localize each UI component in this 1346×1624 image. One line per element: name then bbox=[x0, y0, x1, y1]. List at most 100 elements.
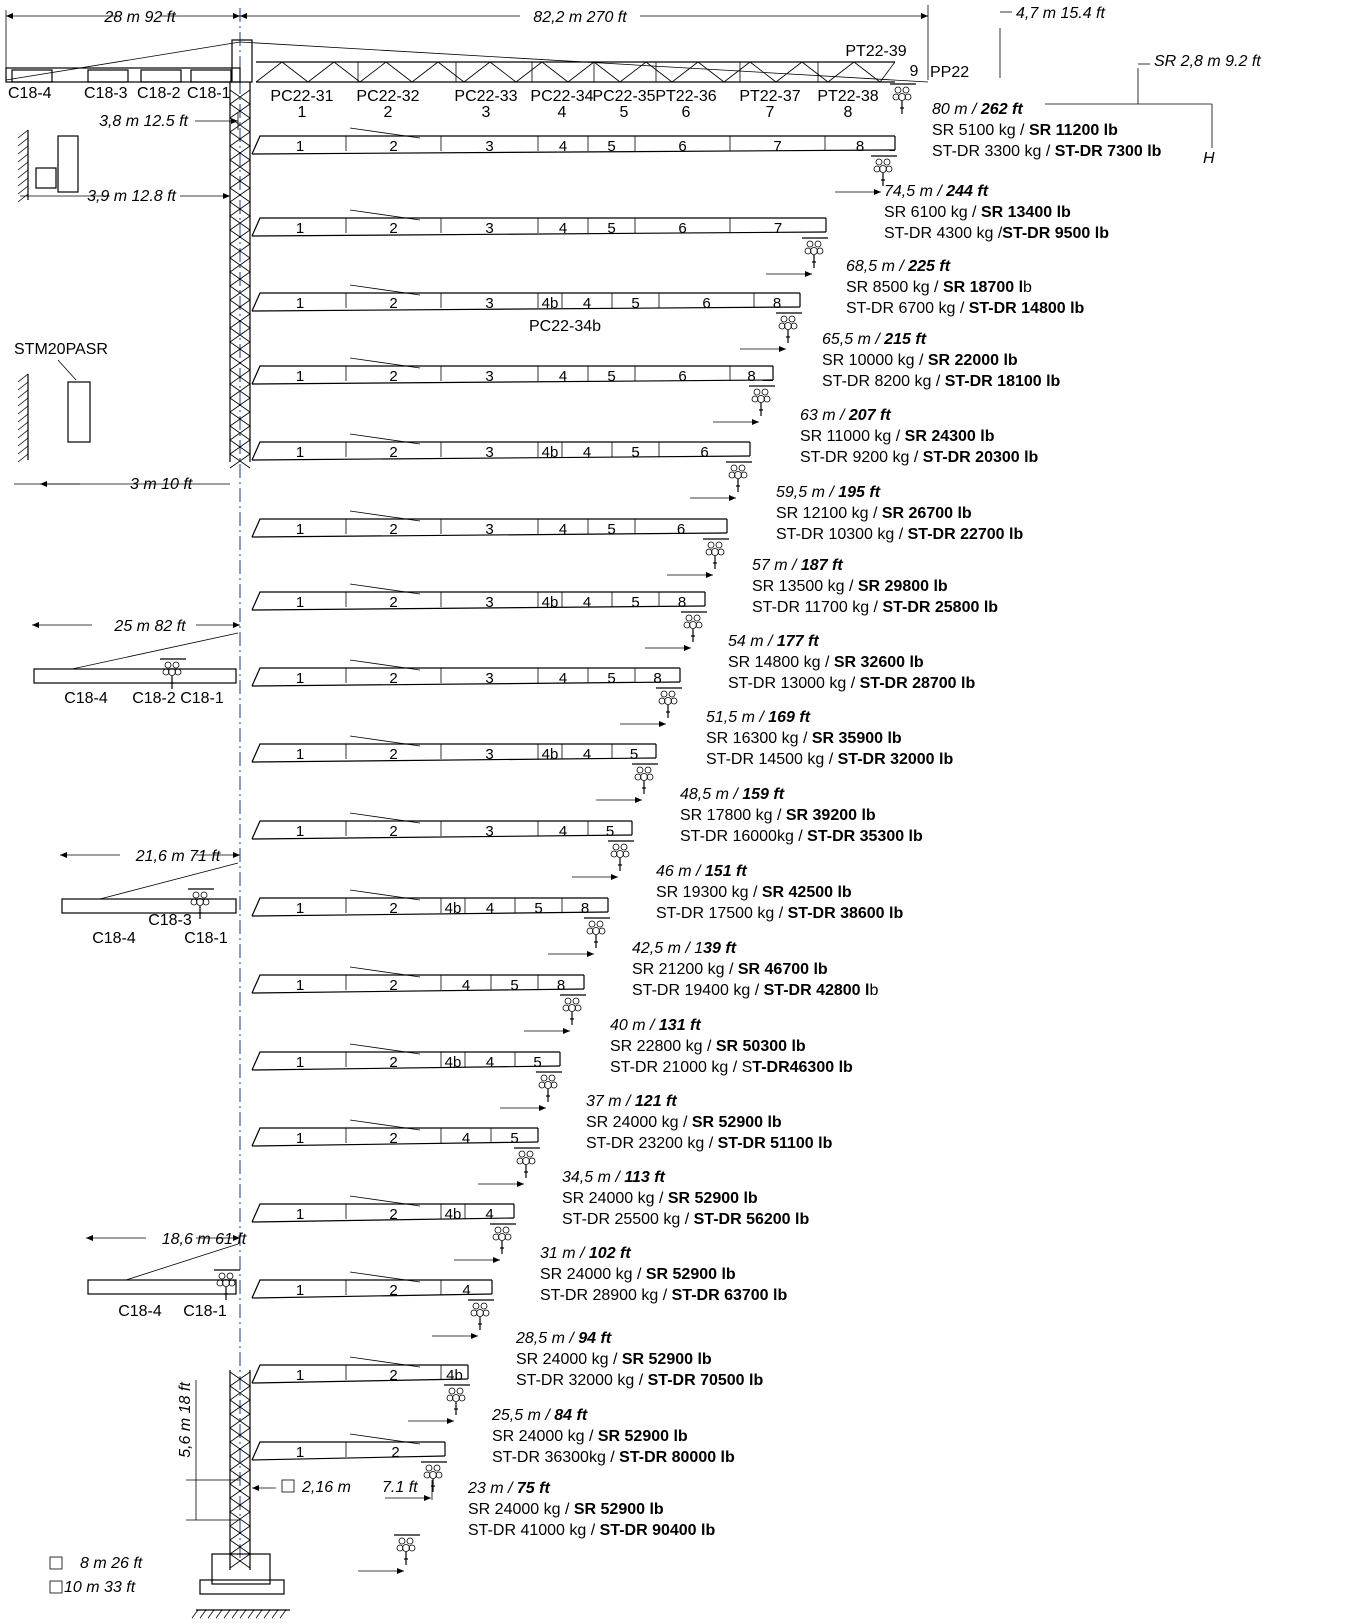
hook-block-icon bbox=[717, 548, 725, 556]
trolley-wheel-icon bbox=[761, 388, 769, 396]
trolley-hook-icon bbox=[656, 687, 682, 718]
jib-segment-number: 2 bbox=[389, 1130, 397, 1147]
hook-block-icon bbox=[528, 1157, 536, 1165]
st-dr-load-label-13-part: ST-DR 21000 kg / S bbox=[610, 1059, 752, 1076]
jib-segment-number: 3 bbox=[485, 220, 493, 237]
radius-label-19-part: 75 ft bbox=[517, 1480, 551, 1497]
dim-counter-jib-arrow-head bbox=[6, 13, 13, 19]
h-label: H bbox=[1203, 150, 1215, 167]
jib-segment-number: 1 bbox=[296, 220, 304, 237]
trolley-wheel-icon bbox=[707, 541, 715, 549]
alt-counter-jib-frame bbox=[61, 898, 237, 914]
hook-block-icon bbox=[622, 850, 630, 858]
truss-diagonal bbox=[879, 61, 896, 83]
trolley-wheel-icon bbox=[883, 158, 891, 166]
radius-arrow-head bbox=[447, 1418, 454, 1424]
jib-segment-number: 6 bbox=[700, 444, 708, 461]
hook-block-icon bbox=[516, 1157, 524, 1165]
jib-tie bbox=[349, 889, 421, 901]
mast-brace bbox=[229, 103, 251, 119]
jib-segment-number: 4 bbox=[486, 900, 494, 917]
jib-segment-number: 1 bbox=[296, 1130, 304, 1147]
jib-segment-number: 2 bbox=[391, 1444, 399, 1461]
st-dr-load-label-5-part: ST-DR 9200 kg / bbox=[800, 449, 923, 466]
jib-tie bbox=[349, 127, 421, 139]
truss-diagonal bbox=[671, 61, 699, 83]
jib-segment-number: 5 bbox=[606, 823, 614, 840]
sr-height-label: SR 2,8 m 9.2 ft bbox=[1154, 53, 1261, 70]
truss-diagonal bbox=[359, 61, 387, 83]
st-dr-load-label-12: ST-DR 19400 kg / ST-DR 42800 lb bbox=[632, 982, 878, 999]
alt-counter-jib-dim-3: 18,6 m 61 ft bbox=[162, 1231, 247, 1248]
hook-block-icon bbox=[904, 93, 912, 101]
hook-block-icon bbox=[778, 322, 786, 330]
jib-section-code-8: PT22-38 bbox=[817, 88, 878, 105]
jib-segment-number: 1 bbox=[296, 138, 304, 155]
radius-label-12-part: 39 ft bbox=[703, 940, 737, 957]
radius-label-16-part: 102 ft bbox=[589, 1245, 631, 1262]
sr-load-label-1: SR 5100 kg / SR 11200 lb bbox=[932, 122, 1118, 139]
trolley-wheel-icon bbox=[456, 1387, 464, 1395]
sr-load-label-18-part: SR 52900 lb bbox=[598, 1428, 688, 1445]
dim-arrow-3-8-head bbox=[231, 118, 238, 124]
dim-3m-label: 3 m 10 ft bbox=[130, 476, 193, 493]
radius-label-4-part: 215 ft bbox=[883, 331, 926, 348]
st-dr-load-label-11: ST-DR 17500 kg / ST-DR 38600 lb bbox=[656, 905, 903, 922]
wall-hatch bbox=[17, 185, 29, 195]
sr-load-label-3: SR 8500 kg / SR 18700 lb bbox=[846, 279, 1032, 296]
alt-weight-label: C18-4 bbox=[118, 1303, 162, 1320]
jib-segment-number: 8 bbox=[653, 670, 661, 687]
st-dr-load-label-3: ST-DR 6700 kg / ST-DR 14800 lb bbox=[846, 300, 1085, 317]
jib-outline bbox=[251, 379, 774, 385]
mast-brace bbox=[229, 173, 251, 189]
radius-label-10-part: 48,5 m / bbox=[680, 786, 742, 803]
st-dr-load-label-9: ST-DR 14500 kg / ST-DR 32000 lb bbox=[706, 751, 953, 768]
truss-diagonal bbox=[645, 61, 673, 83]
mast-brace bbox=[229, 1553, 251, 1569]
jib-segment-number: 8 bbox=[856, 138, 864, 155]
hook-block-icon bbox=[162, 668, 170, 676]
jib-tie bbox=[349, 510, 421, 522]
hook-block-icon bbox=[873, 165, 881, 173]
mast-brace bbox=[229, 89, 251, 105]
jib-outline bbox=[251, 455, 751, 461]
st-dr-load-label-17-part: ST-DR 70500 lb bbox=[648, 1372, 764, 1389]
sr-load-label-13-part: SR 50300 lb bbox=[716, 1038, 806, 1055]
hook-block-icon bbox=[168, 668, 176, 676]
jib-outline bbox=[251, 1364, 468, 1384]
ground-hatch bbox=[199, 1609, 207, 1619]
mast-brace bbox=[229, 145, 251, 161]
trolley-hook-icon bbox=[726, 461, 752, 492]
radius-arrow-head bbox=[563, 1028, 570, 1034]
radius-label-6-part: 195 ft bbox=[838, 484, 880, 501]
hook-block-icon bbox=[402, 1544, 410, 1552]
trolley-wheel-icon bbox=[494, 1226, 502, 1234]
trolley-hook-icon bbox=[703, 538, 729, 569]
mast-section-arrow-head bbox=[252, 1485, 259, 1491]
trolley-hook-icon bbox=[776, 312, 802, 343]
base-size-label-1: 8 m 26 ft bbox=[80, 1555, 143, 1572]
truss-diagonal bbox=[801, 61, 829, 83]
jib-segment-number: 8 bbox=[581, 900, 589, 917]
hook-block-icon bbox=[429, 1471, 437, 1479]
hook-block-icon bbox=[522, 1157, 530, 1165]
sr-load-label-18: SR 24000 kg / SR 52900 lb bbox=[492, 1428, 688, 1445]
hook-block-icon bbox=[423, 1471, 431, 1479]
jib-outline bbox=[251, 1203, 514, 1223]
hook-block-icon bbox=[586, 927, 594, 935]
sr-load-label-9-part: SR 35900 lb bbox=[812, 730, 902, 747]
jib-segment-number: 4 bbox=[583, 444, 591, 461]
sr-load-label-15-part: SR 24000 kg / bbox=[562, 1190, 668, 1207]
jib-segment-number: 1 bbox=[296, 521, 304, 538]
tower-head-frame bbox=[231, 39, 253, 83]
jib-outline bbox=[251, 1378, 469, 1384]
sr-load-label-16: SR 24000 kg / SR 52900 lb bbox=[540, 1266, 736, 1283]
hook-block-icon bbox=[634, 773, 642, 781]
hook-block-icon bbox=[492, 1233, 500, 1241]
radius-label-4: 65,5 m / 215 ft bbox=[822, 331, 927, 348]
ground-hatch bbox=[263, 1609, 271, 1619]
jib-section-number-6: 6 bbox=[682, 104, 691, 121]
radius-arrow-head bbox=[874, 189, 881, 195]
